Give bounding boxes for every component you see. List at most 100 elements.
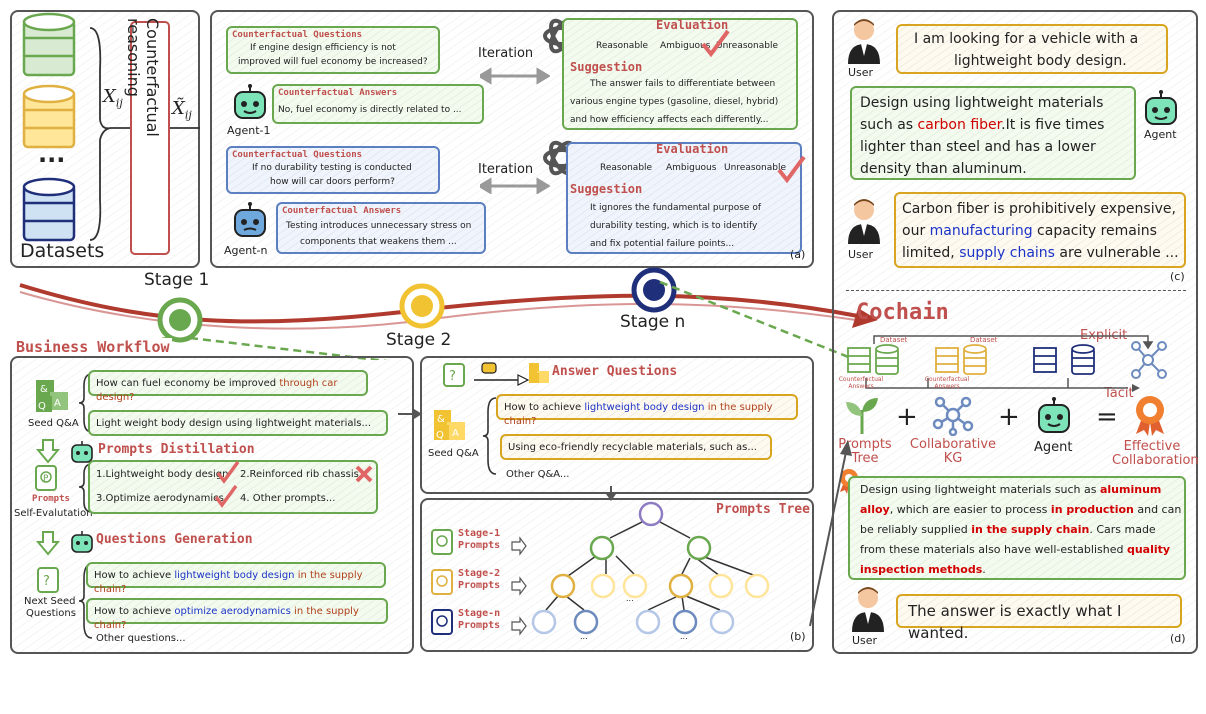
tree-dots-3: ... [680, 632, 688, 641]
answer-to-tree-arrow [606, 486, 616, 501]
agent-label-d: Agent [1034, 440, 1073, 455]
other-questions: Other questions... [96, 633, 186, 644]
tree-dots-2: ... [580, 632, 588, 641]
prompts-tree-panel [420, 498, 814, 652]
prompts-label: Prompts [32, 494, 70, 504]
gen-q1-a: How to achieve [94, 570, 175, 581]
stage-1-prompt-icon [431, 529, 453, 555]
svg-text:A: A [452, 428, 459, 439]
ans-l2-b: , which are easier to process [889, 503, 1051, 516]
cross-icon-p2 [355, 465, 373, 483]
dataset-label-1: Dataset [880, 336, 908, 344]
panel-divider [846, 290, 1186, 291]
evaluation-title-1: Evaluation [656, 18, 729, 32]
generated-question-2: How to achieve optimize aerodynamics in … [86, 598, 388, 631]
ans-l5-a: inspection methods [860, 563, 983, 576]
prompts-tree-label-a: Prompts [838, 437, 892, 452]
tacit-label: Tacit [1104, 386, 1134, 401]
grid-db-blue [1033, 347, 1057, 373]
prompt-doc-icon: P [35, 465, 57, 491]
plant-icon [846, 398, 878, 434]
collab-kg-label-b: KG [943, 451, 963, 466]
chat-user-1: I am looking for a vehicle with a lightw… [896, 24, 1168, 74]
ans-l2-d: and can [1133, 503, 1182, 516]
chat-agent-1-line-4: density than aluminum. [860, 161, 1027, 177]
stage-2-label-a: Stage-2 [458, 568, 501, 579]
gen-q1-text: How to achieve lightweight body design i… [94, 569, 384, 597]
chat-user-2-line-1: Carbon fiber is prohibitively expensive, [902, 201, 1176, 217]
cochain-title: Cochain [856, 300, 949, 325]
ans-l3-b: in the supply chain [971, 523, 1090, 536]
ans-q1-b: lightweight body design [584, 402, 705, 413]
suggestion-1-line-1: The answer fails to differentiate betwee… [590, 79, 776, 89]
eval-option-unreasonable-2: Unreasonable [724, 163, 787, 173]
svg-text:P: P [43, 474, 49, 484]
suggestion-title-2: Suggestion [570, 182, 643, 196]
counterfactual-reasoning-label: Counterfactual reasoning [124, 18, 162, 137]
user-avatar-icon-3 [852, 587, 884, 632]
down-arrow-icon-2 [36, 531, 60, 556]
chat-user-2-line-3: limited, supply chains are vulnerable ..… [902, 242, 1179, 264]
chat-user-1-line-2: lightweight body design. [954, 53, 1127, 69]
user2-l2-a: our [902, 223, 930, 239]
stage-2-label-b: Prompts [458, 580, 501, 591]
tree-to-cochain-arrow [809, 440, 852, 627]
ans-l2-c: in production [1050, 503, 1134, 516]
xij-sub: ij [115, 96, 123, 110]
cf-question-box-1: Counterfactual Questions If engine desig… [226, 26, 440, 74]
stage-1-label-b: Prompts [458, 540, 501, 551]
prompt-item-4: 4. Other prompts... [240, 493, 336, 504]
cf-question-title-2: Counterfactual Questions [232, 150, 363, 160]
grid-db-green [847, 347, 871, 373]
knowledge-graph-icon [932, 396, 974, 436]
chat-agent-1-line-2: such as carbon fiber.It is five times [860, 114, 1104, 136]
prompts-tree-graphic [431, 501, 770, 636]
stage-n-label-a: Stage-n [458, 608, 501, 619]
agent-label-c: Agent [1144, 128, 1177, 141]
answer-question-1: How to achieve lightweight body design i… [496, 394, 798, 427]
user2-l2-b: manufacturing [929, 223, 1033, 239]
ans-l5-b: . [982, 563, 986, 576]
cochain-ans-line-4: from these materials also have well-esta… [860, 543, 1170, 557]
cochain-ans-line-1: Design using lightweight materials such … [860, 483, 1161, 497]
kg-icon-small [1131, 341, 1167, 379]
chat-agent-1: Design using lightweight materials such … [850, 86, 1136, 180]
gen-q1-c: in the supply chain? [94, 570, 363, 595]
chat-user-final-text: The answer is exactly what I wanted. [908, 602, 1122, 642]
panel-b-tag: (b) [790, 630, 806, 643]
question-doc-icon: ? [37, 567, 59, 593]
cochain-datasets-graphic [847, 335, 1167, 392]
cochain-answer-box: Design using lightweight materials such … [848, 476, 1186, 580]
cf-question-text-2a: If no durability testing is conducted [252, 163, 412, 173]
answer-questions-panel [420, 356, 814, 494]
seed-question-1: How can fuel economy be improved through… [88, 370, 368, 403]
suggestion-2-line-3: and fix potential failure points... [590, 239, 735, 249]
qa-icon-yellow-small [529, 363, 549, 383]
ans-l4-b: quality [1126, 543, 1171, 556]
robot-icon-agent-d [1038, 397, 1070, 433]
cf-answer-box-2: Counterfactual Answers Testing introduce… [276, 202, 486, 254]
gen-q2-a: How to achieve [94, 606, 175, 617]
evaluation-box-2: Evaluation Reasonable Ambiguous Unreason… [566, 142, 802, 254]
svg-text:A: A [54, 398, 61, 409]
cf-question-box-2: Counterfactual Questions If no durabilit… [226, 146, 440, 194]
ans-l3-a: be reliably supplied [860, 523, 972, 536]
gen-q2-c: in the supply chain? [94, 606, 359, 631]
xij-tilde-label: X̃ij [172, 98, 192, 122]
stage-2-prompt-icon [431, 569, 453, 595]
xij-tilde-x: X̃ [172, 98, 185, 119]
user-label-3: User [852, 634, 878, 647]
iteration-label-2: Iteration [478, 162, 534, 177]
prompts-tree-label-b: Tree [851, 451, 879, 466]
cochain-ans-line-2: alloy, which are easier to process in pr… [860, 503, 1181, 517]
cf-answer-title-1: Counterfactual Answers [278, 88, 398, 98]
svg-text:Q: Q [38, 401, 46, 412]
generated-question-1: How to achieve lightweight body design i… [86, 562, 386, 595]
user-avatar-icon-2 [848, 199, 880, 244]
seed-qa-label: Seed Q&A [28, 418, 79, 429]
stage-n-node [631, 267, 677, 313]
eval-option-ambiguous-1: Ambiguous [660, 41, 711, 51]
user-label-2: User [848, 248, 874, 261]
